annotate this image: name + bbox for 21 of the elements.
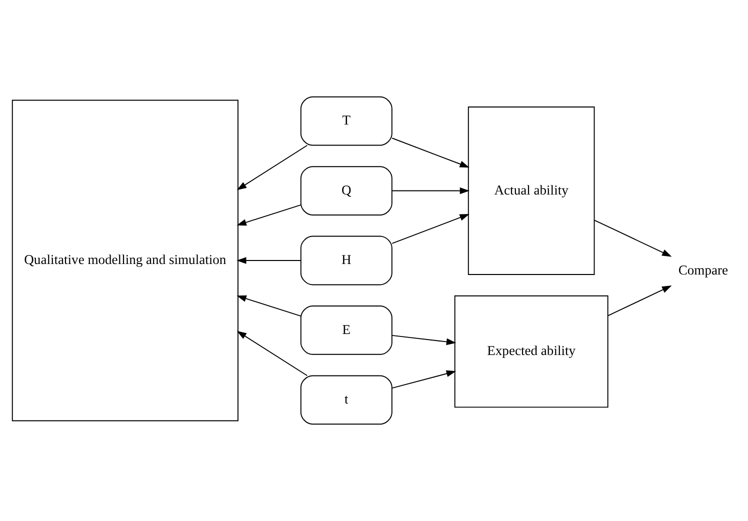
arrow <box>392 214 470 244</box>
node-box: Actual ability <box>468 106 595 276</box>
node-box: Qualitative modelling and simulation <box>12 100 238 422</box>
node-box: T <box>300 96 392 146</box>
arrow <box>392 138 470 168</box>
arrow <box>236 204 302 226</box>
node-box: H <box>300 236 392 286</box>
arrow <box>392 370 456 389</box>
arrow <box>594 220 672 257</box>
node-text: Compare <box>678 262 728 278</box>
arrow <box>236 330 308 376</box>
arrow <box>236 257 302 264</box>
arrow <box>608 286 672 316</box>
arrow <box>392 334 456 346</box>
arrow <box>236 295 302 316</box>
node-box: t <box>300 375 392 425</box>
arrow <box>236 144 308 190</box>
node-box: Q <box>300 166 392 216</box>
node-box: E <box>300 306 392 355</box>
arrow <box>392 187 470 194</box>
node-box: Expected ability <box>454 295 608 408</box>
